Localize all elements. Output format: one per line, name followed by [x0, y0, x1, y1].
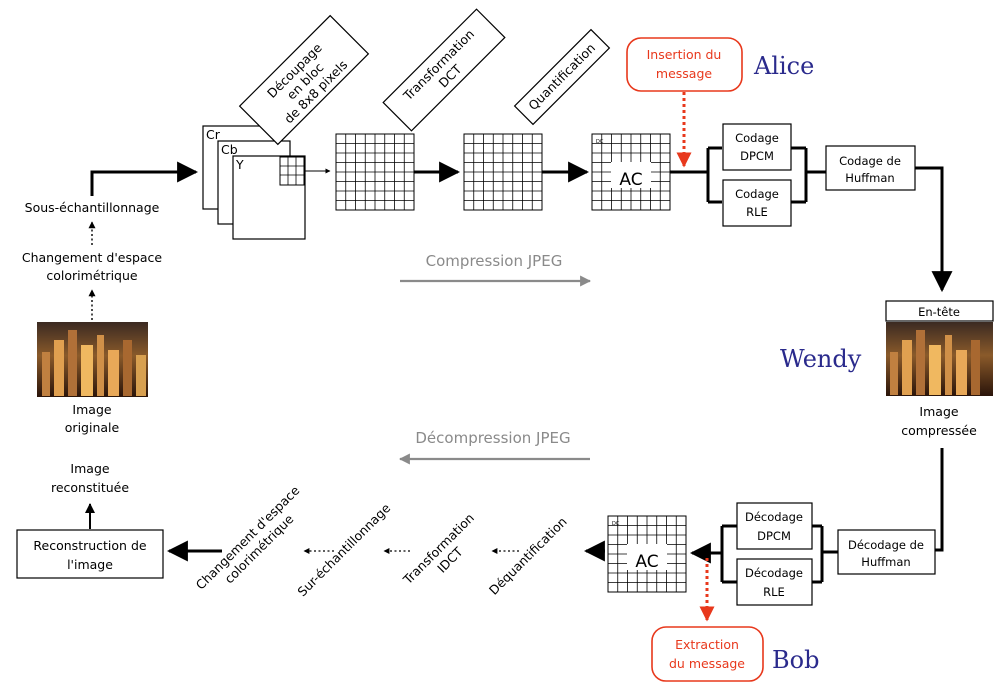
colorspace-change-label: Changement d'espace colorimétrique — [193, 482, 303, 592]
subsampling-label: Sous-échantillonnage — [25, 200, 160, 215]
huffman-decoding-label: Huffman — [861, 555, 910, 569]
dct-header: Transformation DCT — [382, 8, 506, 132]
rle-decoding-box — [736, 558, 813, 606]
decoded-grid-8x8 — [607, 515, 687, 593]
rle-coding-box — [722, 179, 792, 227]
message-insertion-box — [626, 37, 743, 92]
flow-branch — [812, 524, 838, 584]
dpcm-decoding-label: DPCM — [757, 529, 791, 543]
flow-merge — [791, 146, 826, 204]
message-insertion-label: message — [656, 66, 712, 81]
header-box — [885, 300, 994, 322]
huffman-decoding-label: Décodage de — [848, 538, 924, 552]
flow-line — [935, 448, 944, 552]
alice-label: Alice — [753, 52, 814, 80]
dpcm-decoding-label: Décodage — [745, 510, 803, 524]
channel-cb-label: Cb — [221, 142, 238, 157]
dpcm-decoding-box — [736, 502, 813, 550]
reconstructed-image-label: Image — [70, 461, 109, 476]
message-extraction-label: Extraction — [675, 637, 739, 652]
dpcm-coding-label: Codage — [735, 131, 779, 145]
dequantification-label: Déquantification — [486, 514, 570, 598]
dpcm-coding-label: DPCM — [740, 149, 774, 163]
blocking-header: Découpage en bloc de 8x8 pixels — [238, 14, 370, 146]
svg-text:Changement d'espace: Changement d'espace — [193, 482, 303, 592]
bob-label: Bob — [772, 646, 819, 674]
message-extraction-box — [651, 626, 764, 682]
block-grid-8x8 — [335, 133, 415, 211]
idct-label: Transformation IDCT — [399, 510, 477, 588]
flow-arrow — [915, 166, 953, 293]
dct-grid-8x8 — [463, 133, 543, 211]
ac-label: AC — [635, 552, 658, 572]
dpcm-coding-box — [722, 123, 792, 171]
original-image-label: originale — [65, 420, 120, 435]
reconstructed-image-label: reconstituée — [51, 480, 129, 495]
svg-text:Transformation: Transformation — [399, 510, 477, 588]
compressed-image-label: compressée — [901, 423, 977, 438]
svg-text:Sur-échantillonnage: Sur-échantillonnage — [294, 500, 393, 599]
reconstruction-label: Reconstruction de — [33, 538, 146, 553]
svg-text:Quantification: Quantification — [525, 40, 598, 113]
flow-arrow — [90, 161, 199, 196]
compressed-image-label: Image — [919, 404, 958, 419]
original-image-label: Image — [72, 402, 111, 417]
flow-branch — [670, 146, 722, 204]
dc-label: DC — [612, 521, 620, 527]
original-image — [37, 322, 148, 397]
quantification-header: Quantification — [513, 28, 611, 126]
quantized-grid-8x8 — [591, 133, 671, 211]
channel-cr-label: Cr — [206, 127, 221, 142]
rle-decoding-label: Décodage — [745, 566, 803, 580]
wendy-label: Wendy — [780, 345, 862, 373]
compressed-image — [886, 322, 993, 396]
decompression-title: Décompression JPEG — [415, 429, 570, 447]
dc-label: DC — [596, 139, 604, 145]
channel-y-label: Y — [235, 157, 244, 172]
rle-coding-label: RLE — [746, 205, 768, 219]
rle-decoding-label: RLE — [763, 585, 785, 599]
huffman-coding-label: Huffman — [845, 171, 894, 185]
huffman-coding-box — [825, 145, 916, 191]
ycbcr-channel-stack — [202, 125, 306, 240]
upsampling-label: Sur-échantillonnage — [294, 500, 393, 599]
header-label: En-tête — [918, 305, 960, 319]
huffman-coding-label: Codage de — [839, 154, 901, 168]
message-insertion-label: Insertion du — [647, 47, 722, 62]
flow-merge — [720, 524, 737, 584]
colorspace-change-label: Changement d'espace — [22, 250, 163, 265]
reconstruction-label: l'image — [67, 557, 113, 572]
reconstruction-box — [16, 529, 164, 579]
rle-coding-label: Codage — [735, 187, 779, 201]
ac-label: AC — [619, 170, 642, 190]
svg-text:Déquantification: Déquantification — [486, 514, 570, 598]
message-extraction-label: du message — [669, 656, 745, 671]
compression-title: Compression JPEG — [426, 252, 563, 270]
colorspace-change-label: colorimétrique — [46, 268, 137, 283]
